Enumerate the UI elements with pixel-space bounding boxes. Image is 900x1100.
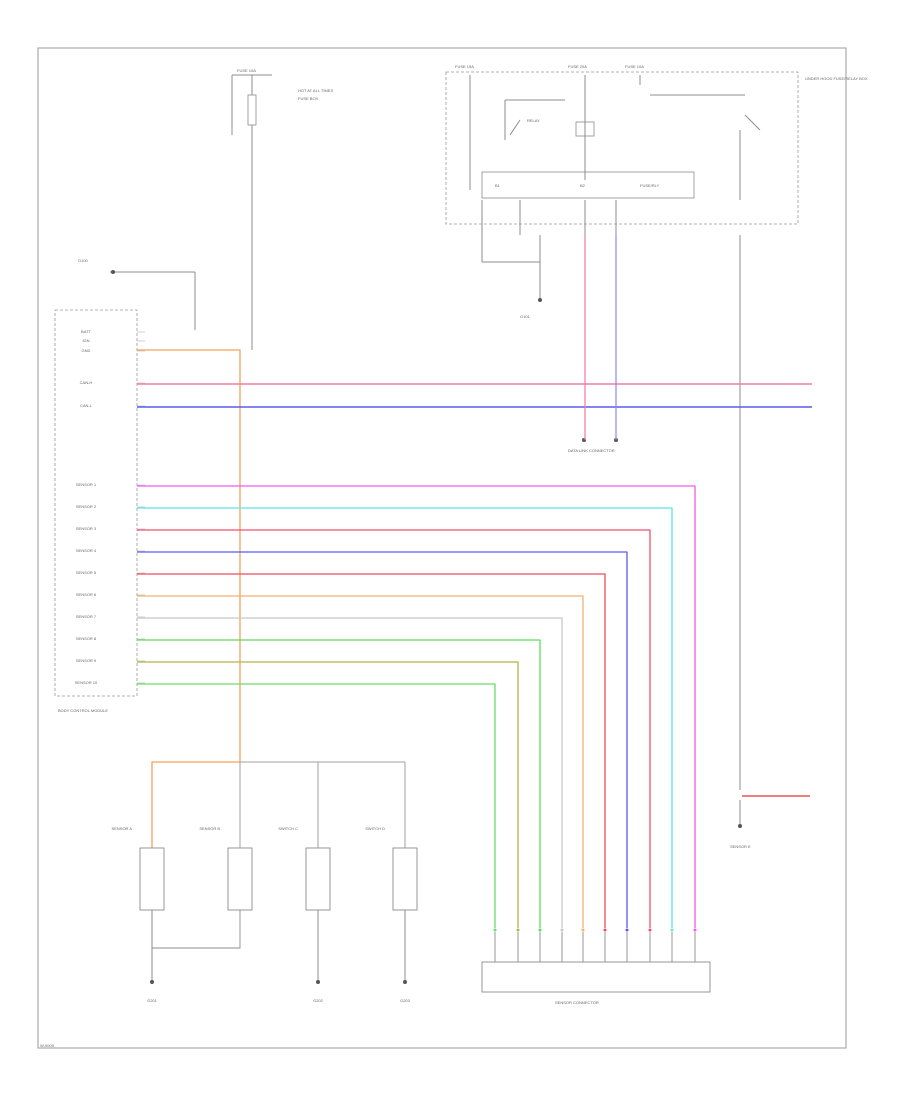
ground-mid: G101 [481,235,542,319]
ground-dot [150,980,154,984]
pin-dot [648,928,652,932]
ground-label: G202 [313,998,324,1003]
pin-label: SENSOR 4 [76,548,97,553]
component-label: SWITCH D [365,826,385,831]
top-left-text-1: HOT AT ALL TIMES [298,88,333,93]
component-box [392,847,418,911]
component-label: SENSOR A [112,826,133,831]
wire-sensor-3 [137,529,651,928]
relay-label: RELAY [527,118,540,123]
pin-label: SENSOR 1 [76,482,97,487]
pin-dot [693,928,697,932]
wire-sensor-8 [137,639,541,928]
pin-dot [625,928,629,932]
relay-box [445,71,799,225]
pin-label: SENSOR 9 [76,658,97,663]
module-pin-labels: BATT IGN GND CAN-H CAN-L SENSOR 1 SENSOR 2 SENS… [75,329,145,685]
body-control-module [54,309,138,697]
component-box [227,847,253,911]
component-label: SENSOR B [199,826,220,831]
sensor-connector [481,961,711,993]
ground-top-label: G100 [78,258,89,263]
ground-label: G203 [400,998,411,1003]
wire-sensor-4 [137,551,628,928]
pin-label: SENSOR 7 [76,614,97,619]
ground-label: G201 [147,998,158,1003]
top-left-fuse-label: FUSE 10A [237,68,256,73]
relay-fuse-3: FUSE 10A [625,64,644,69]
connector-label: SENSOR CONNECTOR [555,1000,599,1005]
component-box [305,847,331,911]
component-label: SWITCH C [278,826,298,831]
pin-label: SENSOR 6 [76,592,97,597]
pin-dot [538,928,542,932]
pin-dot [581,928,585,932]
module-label: BODY CONTROL MODULE [58,708,108,713]
pin-dot [493,928,497,932]
pin-label: IGN [82,338,89,343]
pin-label: SENSOR 5 [76,570,97,575]
top-left-fuse: FUSE 10A HOT AT ALL TIMES FUSE BOX [231,68,333,350]
pin-label: SENSOR 10 [75,680,98,685]
pin-dot [670,928,674,932]
diagram-frame [37,47,847,1049]
wire-sensor-6 [137,595,584,928]
pin-label: SENSOR 2 [76,504,97,509]
top-left-text-2: FUSE BOX [298,96,319,101]
right-component-label: SENSOR E [730,844,751,849]
wire-sensor-1 [137,485,696,928]
ground-mid-label: G101 [520,314,531,319]
data-link-label: DATA LINK CONNECTOR [568,448,615,453]
pin-dot [516,928,520,932]
pin-label: GND [82,348,91,353]
corner-code: W-0000 [40,1043,55,1048]
relay-row-2: B2 [580,183,586,188]
data-link-connector: DATA LINK CONNECTOR [568,438,618,453]
pin-label: SENSOR 8 [76,636,97,641]
relay-fuse-2: FUSE 20A [568,64,587,69]
pin-label: SENSOR 3 [76,526,97,531]
wire-sensor-7 [137,617,563,928]
pin-dot [560,928,564,932]
ground-top: G100 [78,258,196,330]
wire-sensor-5 [137,573,606,928]
pin-label: CAN-H [80,380,93,385]
wire-sensor-2 [137,507,673,928]
wire-sensor-10 [137,683,496,928]
wire-orange-main [137,349,241,848]
pin-label: CAN-L [80,403,93,408]
bottom-components: SENSOR A SENSOR B SWITCH C SWITCH D G201 G202… [112,826,418,1003]
ground-link [151,910,241,949]
component-box [139,847,165,911]
relay-fuse-1: FUSE 15A [455,64,474,69]
relay-row-1: B1 [495,183,501,188]
pin-dot [603,928,607,932]
colored-wires [137,235,812,962]
wire-sensor-9 [137,661,519,928]
relay-internals: FUSE 15A FUSE 20A FUSE 10A RELAY B1 B2 F… [455,64,761,235]
pin-label: BATT [81,329,91,334]
ground-dot [316,980,320,984]
ground-dot [403,980,407,984]
right-sensor-wire: SENSOR E [730,235,810,849]
relay-box-label: UNDER HOOD FUSE/RELAY BOX [805,76,868,81]
relay-row-3: FUSE/RLY [640,183,660,188]
